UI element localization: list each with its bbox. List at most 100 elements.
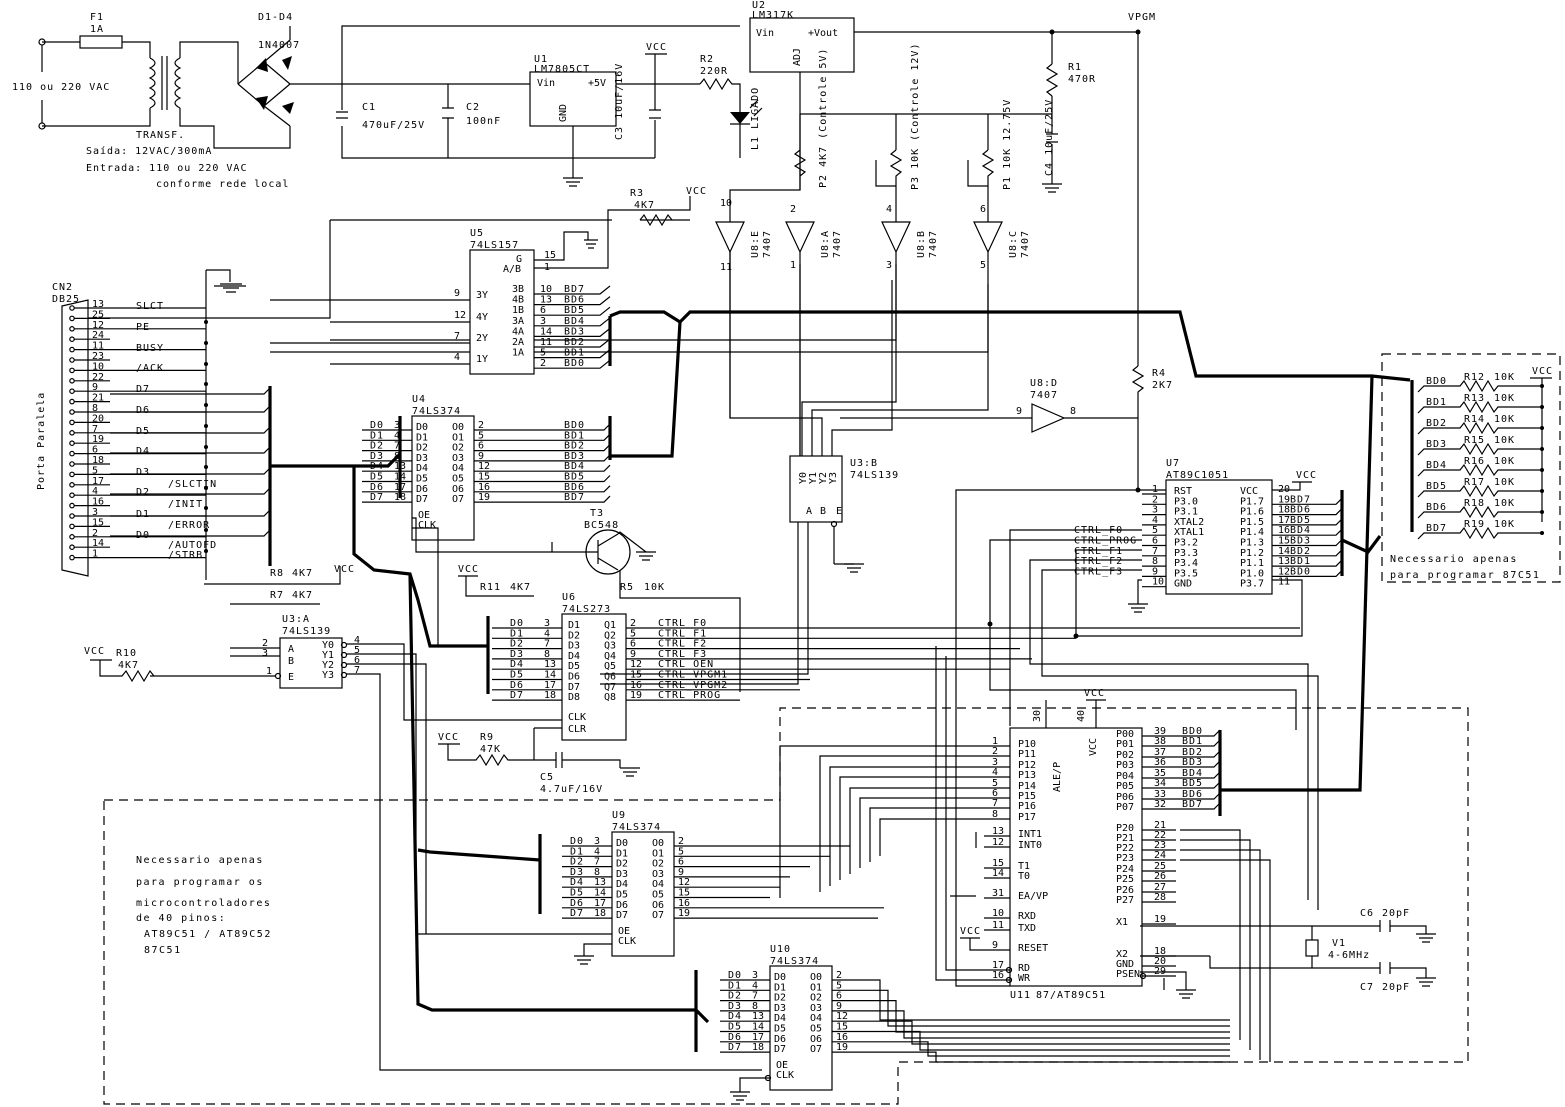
u7-right-label: P1.4: [1240, 527, 1264, 538]
db25-pin: [69, 523, 75, 530]
u11-left-pin: 9: [992, 940, 998, 951]
u9-bus-label: D7: [570, 908, 584, 919]
u3a-e: E: [288, 672, 294, 683]
u11-right-label: P07: [1116, 802, 1134, 813]
pullup-value: 10K: [1494, 414, 1515, 425]
t3-ref: T3: [590, 508, 604, 519]
u9-q-pin: 12: [678, 877, 690, 888]
u5-out-pin: 4: [454, 352, 460, 363]
u8e-buffer: [715, 221, 745, 254]
u11-right-label: P22: [1116, 843, 1134, 854]
u7-left-label: RST: [1174, 486, 1192, 497]
u10-q-label: O4: [810, 1013, 822, 1024]
u9-q-pin: 2: [678, 836, 684, 847]
u3a-ref: U3:A: [282, 614, 310, 625]
u1-part: LM7805CT: [534, 64, 590, 75]
u4-bd-label: BD7: [564, 492, 585, 503]
u11-left-label: INT0: [1018, 840, 1042, 851]
u6-ctrl-label: CTRL_F2: [658, 639, 707, 650]
u4-q-pin: 5: [478, 430, 484, 441]
u7-right-pin: 12: [1278, 566, 1290, 577]
db25-pin-number: 17: [92, 476, 104, 487]
u7-right-label: P1.0: [1240, 568, 1264, 579]
u3a-y0: Y0: [322, 640, 334, 651]
u4-q-label: O4: [452, 463, 464, 474]
u10-d-label: D4: [774, 1013, 786, 1024]
c3-label: C3 10uF/16V: [614, 63, 625, 140]
u11-bd-label: BD5: [1182, 778, 1203, 789]
u4-q-pin: 6: [478, 441, 484, 452]
u7-right-pin: 13: [1278, 556, 1290, 567]
r10-ref: R10: [116, 648, 137, 659]
u5-out-label: 4Y: [476, 312, 488, 323]
parallel-signal-label: PE: [136, 322, 150, 333]
u11-left-pin: 12: [992, 837, 1004, 848]
u11-right-pin: 38: [1154, 736, 1166, 747]
u11-left-label: T0: [1018, 871, 1030, 882]
u7-right-pin: 15: [1278, 536, 1290, 547]
f1-ref: F1: [90, 12, 104, 23]
u8b-buffer: [881, 221, 911, 254]
u10-d-pin: 14: [752, 1022, 764, 1033]
u6-bus-label: D3: [510, 649, 524, 660]
u4-d-label: D4: [416, 463, 428, 474]
u5-bd-label: BD2: [564, 337, 585, 348]
u11-left-label: P13: [1018, 770, 1036, 781]
u5-bd-label: BD0: [564, 358, 585, 369]
db25-pin-number: 5: [92, 465, 98, 476]
u9-q-label: O7: [652, 910, 664, 921]
u9-d-pin: 17: [594, 898, 606, 909]
u5-in-label: 2A: [512, 337, 524, 348]
u7-left-label: GND: [1174, 579, 1192, 590]
u9-q-pin: 16: [678, 898, 690, 909]
u3b-e: E: [836, 506, 842, 517]
db25-pin: [69, 461, 75, 467]
u9-ref: U9: [612, 810, 626, 821]
u4-q-label: O5: [452, 474, 464, 485]
u11-right-pin: 39: [1154, 726, 1166, 737]
u8a-buffer: [785, 221, 815, 254]
u11-right-label: P03: [1116, 760, 1134, 771]
u9-d-pin: 3: [594, 836, 600, 847]
u11-left-label: P12: [1018, 760, 1036, 771]
u7-left-label: XTAL1: [1174, 527, 1204, 538]
u7-right-pin: 11: [1278, 577, 1290, 588]
db25-pin-number: 11: [92, 341, 104, 352]
u9-bus-label: D6: [570, 898, 584, 909]
u9-d-label: D0: [616, 838, 628, 849]
u9-d-label: D3: [616, 869, 628, 880]
u3b-y1: Y1: [808, 472, 819, 484]
u11-right-label: P26: [1116, 885, 1134, 896]
pin-num: 1: [544, 262, 550, 273]
region-40pin: [103, 707, 1469, 1105]
u4-d-pin: 4: [394, 430, 400, 441]
c4-label: C4 10uF/25V: [1044, 99, 1055, 176]
u9-bus-label: D3: [570, 867, 584, 878]
u11-pin40: 40: [1076, 710, 1087, 722]
vcc-label: VCC: [458, 564, 479, 575]
u9-d-label: D5: [616, 890, 628, 901]
db25-pin: [69, 533, 75, 540]
u8d-buffer: U8:D 7407 R4 2K7 9 8: [840, 365, 1172, 488]
u4-d-pin: 14: [394, 472, 406, 483]
u5-ab: A/B: [503, 264, 521, 275]
u6-d-label: D5: [568, 661, 580, 672]
u4-bd-label: BD0: [564, 420, 585, 431]
u10-d-pin: 8: [752, 1001, 758, 1012]
u3a-y1: Y1: [322, 650, 334, 661]
u11-left-label: P10: [1018, 739, 1036, 750]
u7-bd-label: BD2: [1290, 546, 1311, 557]
u4-q-pin: 19: [478, 492, 490, 503]
u11-left-label: INT1: [1018, 829, 1042, 840]
u10-d-label: D2: [774, 993, 786, 1004]
p2-label: P2 4K7 (Controle 5V): [818, 48, 829, 188]
u8c-buffer: [973, 221, 1003, 254]
u6-bus-label: D6: [510, 680, 524, 691]
u11-pin30: 30: [1032, 710, 1043, 722]
u11-left-label: WR: [1018, 973, 1031, 984]
vcc-label: VCC: [1084, 688, 1105, 699]
